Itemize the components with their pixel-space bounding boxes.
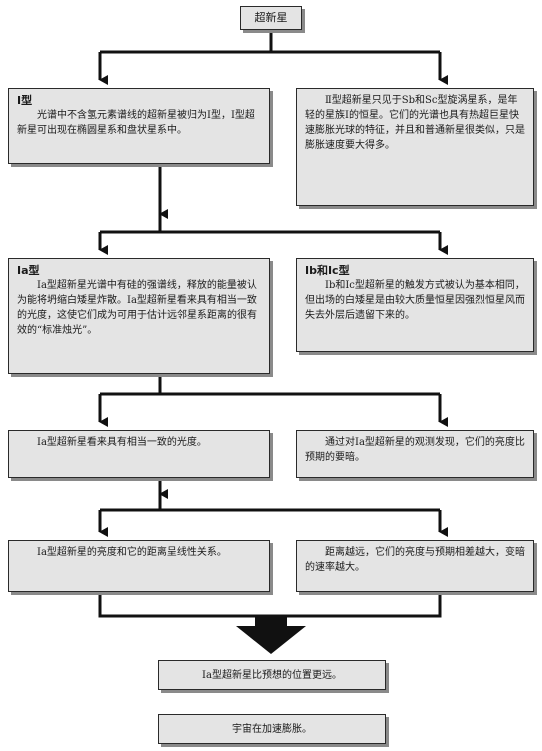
node-observation-dimmer: 通过对Ⅰa型超新星的观测发现，它们的亮度比预期的要暗。 <box>296 430 534 478</box>
node-farther-than-expected: Ⅰa型超新星比预想的位置更远。 <box>158 660 386 690</box>
node-type-1a: Ⅰa型 Ⅰa型超新星光谱中有硅的强谱线，释放的能量被认为能将坍缩白矮星炸散。Ⅰa… <box>8 258 270 374</box>
node-type-2-text: Ⅱ型超新星只见于Sb和Sc型旋涡星系，是年轻的星族Ⅰ的恒星。它们的光谱也具有热超… <box>305 95 525 151</box>
node-type-1a-text: Ⅰa型超新星光谱中有硅的强谱线，释放的能量被认为能将坍缩白矮星炸散。Ⅰa型超新星… <box>17 280 257 336</box>
connector-ia-split <box>100 374 440 396</box>
node-ia-consistent-luminosity-text: Ⅰa型超新星看来具有相当一致的光度。 <box>37 437 207 448</box>
node-type-1a-heading: Ⅰa型 <box>17 264 40 277</box>
node-distance-deviation-text: 距离越远，它们的亮度与预期相差越大，变暗的速率越大。 <box>305 547 525 573</box>
node-type-1b-1c-text: Ⅰb和Ⅰc型超新星的触发方式被认为基本相同，但出场的白矮星是由较大质量恒星因强烈… <box>305 280 525 321</box>
node-accelerating-expansion-text: 宇宙在加速膨胀。 <box>232 724 312 735</box>
node-accelerating-expansion: 宇宙在加速膨胀。 <box>158 714 386 744</box>
node-supernova-label: 超新星 <box>254 11 288 24</box>
big-arrow-to-conclusion <box>236 616 306 654</box>
connector-const-split <box>100 478 440 512</box>
node-distance-deviation: 距离越远，它们的亮度与预期相差越大，变暗的速率越大。 <box>296 540 534 592</box>
node-farther-than-expected-text: Ⅰa型超新星比预想的位置更远。 <box>202 670 342 681</box>
node-type-1b-1c: Ⅰb和Ⅰc型 Ⅰb和Ⅰc型超新星的触发方式被认为基本相同，但出场的白矮星是由较大… <box>296 258 534 352</box>
node-type-1: I型 光谱中不含氢元素谱线的超新星被归为Ⅰ型，Ⅰ型超新星可出现在椭圆星系和盘状星… <box>8 88 270 164</box>
node-type-2: Ⅱ型超新星只见于Sb和Sc型旋涡星系，是年轻的星族Ⅰ的恒星。它们的光谱也具有热超… <box>296 88 534 206</box>
node-linear-relation: Ⅰa型超新星的亮度和它的距离呈线性关系。 <box>8 540 270 592</box>
node-ia-consistent-luminosity: Ⅰa型超新星看来具有相当一致的光度。 <box>8 430 270 478</box>
connector-merge <box>98 592 442 618</box>
node-type-1-text: 光谱中不含氢元素谱线的超新星被归为Ⅰ型，Ⅰ型超新星可出现在椭圆星系和盘状星系中。 <box>17 110 255 136</box>
node-supernova: 超新星 <box>240 6 302 30</box>
connector-root-split <box>100 30 440 54</box>
node-type-1-heading: I型 <box>17 94 33 107</box>
node-observation-dimmer-text: 通过对Ⅰa型超新星的观测发现，它们的亮度比预期的要暗。 <box>305 437 525 463</box>
node-linear-relation-text: Ⅰa型超新星的亮度和它的距离呈线性关系。 <box>37 547 227 558</box>
node-type-1b-1c-heading: Ⅰb和Ⅰc型 <box>305 264 350 277</box>
